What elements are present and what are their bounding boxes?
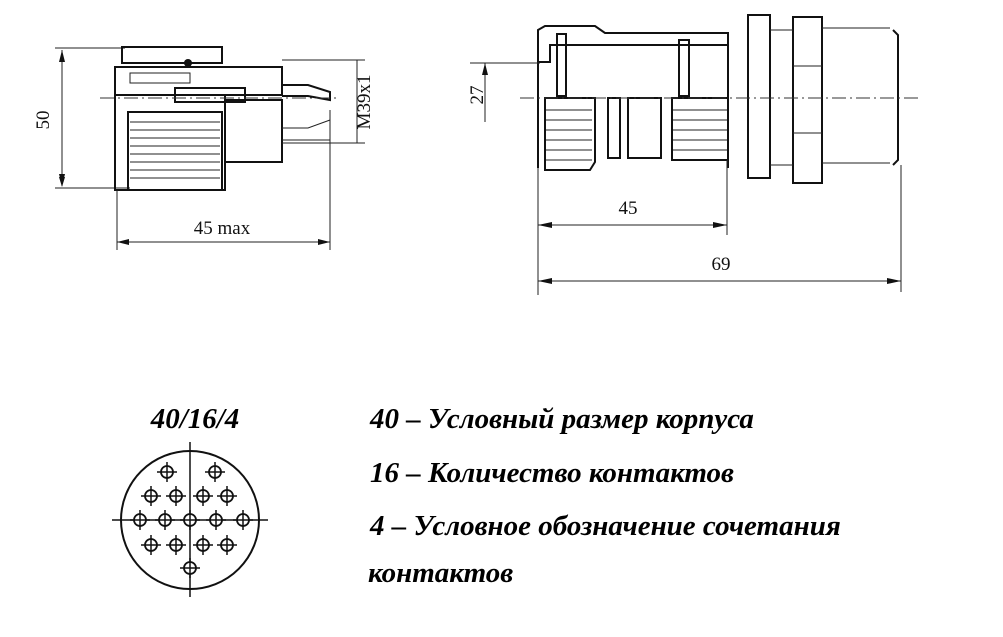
pin-contact	[233, 510, 253, 530]
pin-contact	[155, 510, 175, 530]
dim-height-label: 50	[33, 111, 54, 130]
pin-contact	[217, 486, 237, 506]
dim-body-length-label: 45	[619, 198, 638, 219]
dim-thread-label: M39x1	[354, 75, 375, 130]
legend-line-1: 40 – Условный размер корпуса	[369, 403, 754, 435]
pin-contact	[166, 535, 186, 555]
dim-length-label: 45 max	[194, 218, 251, 239]
dim-total-length-label: 69	[712, 254, 731, 275]
plug-side-view: 50 45 max M39x1	[33, 46, 375, 250]
legend-line-2: 16 – Количество контактов	[370, 457, 734, 489]
pin-contact	[193, 535, 213, 555]
pin-contact	[180, 558, 200, 578]
pin-contact	[217, 535, 237, 555]
pin-contact	[157, 462, 177, 482]
pin-contact	[130, 510, 150, 530]
pin-layout-designation: 40/16/4	[150, 403, 240, 435]
pin-contact	[166, 486, 186, 506]
legend-line-4: контактов	[368, 557, 513, 589]
pin-contact	[193, 486, 213, 506]
legend: 40 – Условный размер корпуса 16 – Количе…	[368, 403, 841, 589]
pin-contacts	[130, 462, 253, 578]
pin-contact	[206, 510, 226, 530]
legend-line-3: 4 – Условное обозначение сочетания	[369, 510, 841, 542]
pin-contact	[141, 535, 161, 555]
pin-contact	[141, 486, 161, 506]
socket-side-view: 27 45 69	[467, 14, 920, 295]
pin-contact	[205, 462, 225, 482]
pin-contact	[180, 510, 200, 530]
dim-radius-label: 27	[467, 86, 488, 105]
pin-layout: 40/16/4	[112, 403, 268, 597]
